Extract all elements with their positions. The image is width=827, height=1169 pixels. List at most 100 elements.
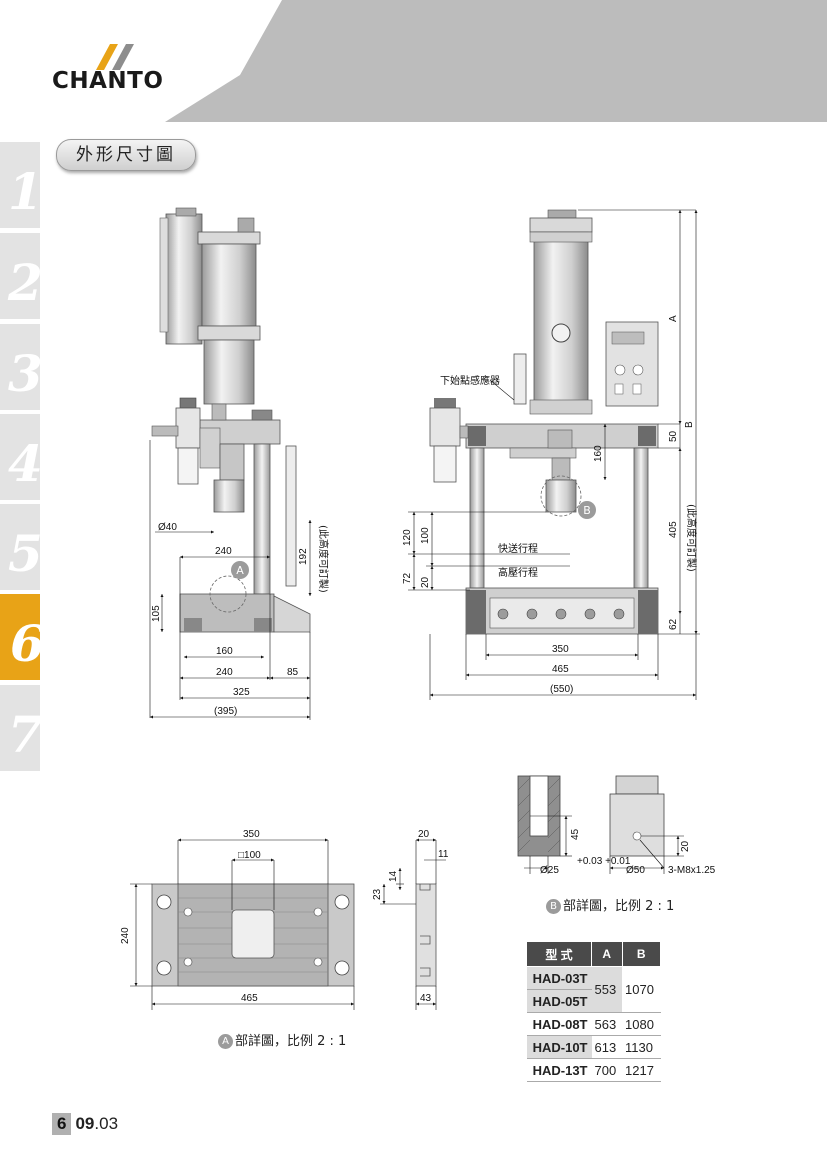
spec-table-header: 型 式 A B <box>526 941 662 967</box>
detail-b-caption-text: 部詳圖，比例 2 : 1 <box>563 899 675 914</box>
b-cell: 1217 <box>622 1058 661 1082</box>
dim-h62: 62 <box>668 618 679 630</box>
header-model: 型 式 <box>526 941 592 967</box>
a-cell: 700 <box>591 1058 623 1082</box>
dim-A: A <box>668 315 679 322</box>
dim-b-d25: Ø25 <box>540 865 559 876</box>
chapter-tab-4[interactable]: 4 <box>0 414 40 500</box>
dim-h405: 405 <box>668 521 679 538</box>
chapter-tab-label: 6 <box>10 614 40 674</box>
chapter-tab-3[interactable]: 3 <box>0 324 40 410</box>
header-band <box>165 0 827 122</box>
edition-month: .03 <box>94 1114 119 1133</box>
detail-b-marker-label: B <box>583 504 591 517</box>
chapter-tab-label: 3 <box>8 344 40 403</box>
table-row: HAD-13T 700 1217 <box>526 1058 661 1082</box>
brand-mark-icon <box>96 44 134 70</box>
dim-a-h23: 23 <box>372 888 383 900</box>
dim-a-w43: 43 <box>420 993 432 1004</box>
header-a: A <box>591 941 623 967</box>
chapter-tab-7[interactable]: 7 <box>0 685 40 771</box>
brand-name: CHANTO <box>52 68 164 94</box>
front-adjustable-note: (此高度可訂製) <box>685 504 698 572</box>
dim-h120: 120 <box>402 529 413 546</box>
dim-w240: 240 <box>216 667 233 678</box>
section-title: 外形尺寸圖 <box>56 139 196 171</box>
dim-w240-upper: 240 <box>215 546 232 557</box>
chapter-tab-5[interactable]: 5 <box>0 504 40 590</box>
dim-w550: (550) <box>550 684 573 695</box>
header-gray-panel <box>165 0 827 122</box>
detail-b-caption-marker: B <box>546 899 561 914</box>
dim-a-h14: 14 <box>388 870 399 882</box>
b-cell: 1070 <box>622 966 661 1013</box>
chapter-tabs: 1 2 3 4 5 6 7 <box>0 142 40 771</box>
chapter-tab-6[interactable]: 6 <box>0 594 40 680</box>
dim-b-h45: 45 <box>570 828 581 840</box>
dim-w350: 350 <box>552 644 569 655</box>
detail-a-marker <box>231 561 249 579</box>
table-row: HAD-05T <box>526 989 661 1013</box>
detail-a-caption-marker: A <box>218 1034 233 1049</box>
table-row: HAD-10T 613 1130 <box>526 1035 661 1059</box>
chapter-tab-1[interactable]: 1 <box>0 142 40 228</box>
dim-b-tolerance: +0.03 +0.01 <box>577 856 631 867</box>
detail-b-marker <box>578 501 596 519</box>
front-view: B <box>402 209 700 700</box>
chapter-tab-label: 7 <box>8 705 40 764</box>
dim-w395: (395) <box>214 706 237 717</box>
model-cell: HAD-05T <box>526 989 592 1013</box>
table-row: HAD-08T 563 1080 <box>526 1012 661 1036</box>
dim-h20: 20 <box>420 576 431 588</box>
dim-w465: 465 <box>552 664 569 675</box>
header-b: B <box>621 941 662 967</box>
chapter-tab-label: 4 <box>8 434 40 493</box>
dim-h192: 192 <box>298 548 309 565</box>
side-view: A Ø40 240 105 192 (此高度可訂製) 160 240 85 32… <box>149 207 330 720</box>
dim-w160: 160 <box>216 646 233 657</box>
detail-b-view: 45 Ø25 +0.03 +0.01 20 Ø50 3-M8x1.25 <box>517 775 716 876</box>
dim-rod-dia: Ø40 <box>158 522 177 533</box>
dim-h72: 72 <box>402 572 413 584</box>
dim-a-w465: 465 <box>241 993 258 1004</box>
b-cell: 1080 <box>622 1012 661 1036</box>
fast-stroke-label: 快送行程 <box>498 542 538 555</box>
dim-b-thread: 3-M8x1.25 <box>668 865 716 876</box>
chapter-tab-2[interactable]: 2 <box>0 233 40 319</box>
a-cell: 553 <box>591 966 623 1013</box>
model-cell: HAD-13T <box>526 1058 592 1082</box>
b-cell: 1130 <box>622 1035 661 1059</box>
spec-table: 型 式 A B HAD-03T 553 1070 HAD-05T HAD-08T… <box>526 941 662 1082</box>
table-row: HAD-03T 553 1070 <box>526 966 661 1013</box>
dim-a-w20: 20 <box>418 829 430 840</box>
model-cell: HAD-03T <box>526 966 592 990</box>
a-cell: 563 <box>591 1012 623 1036</box>
dim-h100: 100 <box>420 527 431 544</box>
dim-w85: 85 <box>287 667 299 678</box>
chapter-tab-label: 5 <box>8 524 40 583</box>
a-cell: 613 <box>591 1035 623 1059</box>
chapter-tab-label: 1 <box>8 162 40 221</box>
detail-a-marker-label: A <box>236 564 244 577</box>
dim-b-d50: Ø50 <box>626 865 645 876</box>
bottom-sensor-label: 下始點感應器 <box>440 374 500 387</box>
dim-h105: 105 <box>151 605 162 622</box>
chapter-tab-label: 2 <box>8 253 40 312</box>
dim-a-sq100: □100 <box>238 850 261 861</box>
dim-h160: 160 <box>593 445 604 462</box>
model-cell: HAD-10T <box>526 1035 592 1059</box>
dim-a-h240: 240 <box>120 927 131 944</box>
dim-a-w350: 350 <box>243 829 260 840</box>
dim-h50: 50 <box>668 430 679 442</box>
side-adjustable-note: (此高度可訂製) <box>317 525 330 593</box>
pressure-gauge-icon <box>551 323 571 343</box>
detail-a-caption-text: 部詳圖，比例 2 : 1 <box>235 1034 347 1049</box>
brand-logo: CHANTO <box>52 44 172 94</box>
detail-a-view: 350 □100 240 465 20 11 14 23 43 <box>120 829 449 1010</box>
page-number: 6 <box>52 1113 72 1135</box>
dim-b-h20: 20 <box>680 840 691 852</box>
